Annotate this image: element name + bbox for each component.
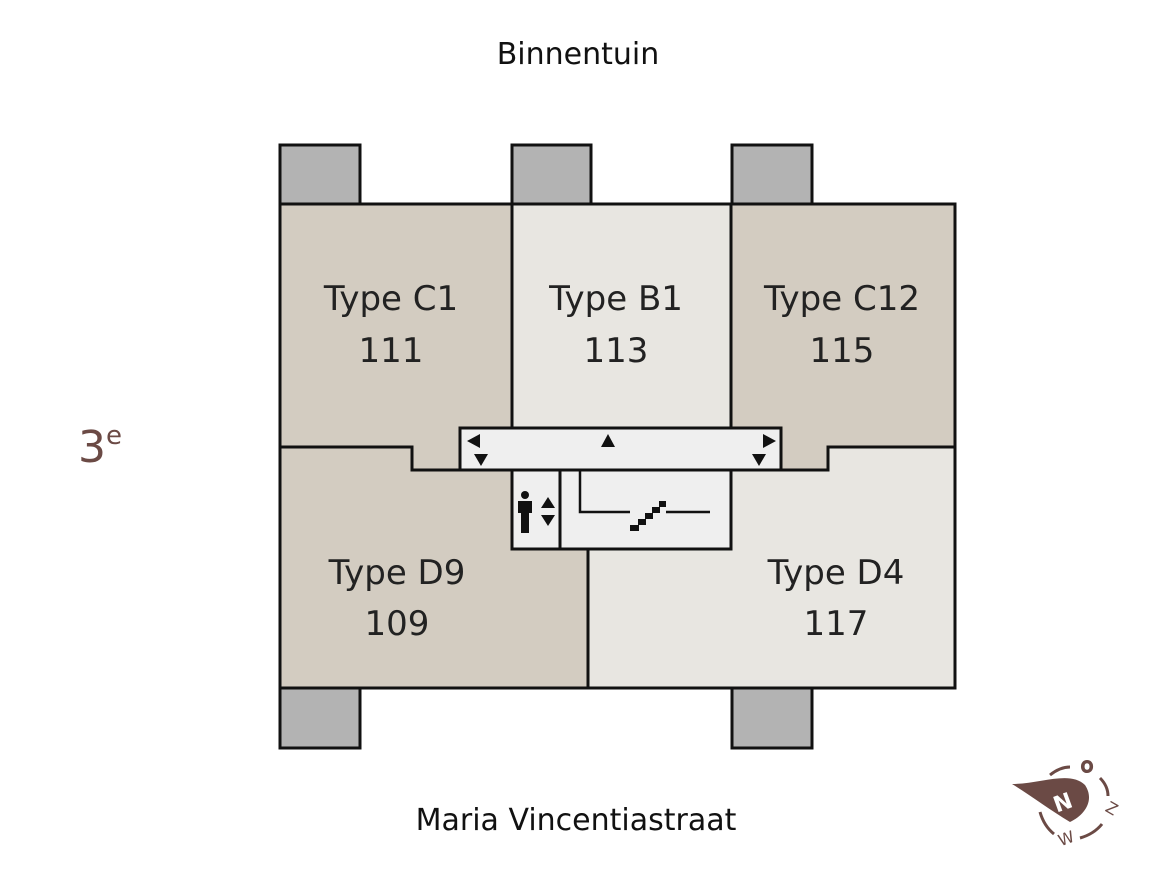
unit-type-label: Type C1	[323, 279, 458, 319]
unit-number-label: 115	[810, 331, 875, 371]
unit-number-label: 111	[359, 331, 424, 371]
unit-type-label: Type C12	[763, 279, 920, 319]
unit-type-label: Type B1	[548, 279, 683, 319]
svg-text:O: O	[1081, 758, 1093, 776]
unit-number-label: 117	[804, 604, 869, 644]
unit-number-label: 109	[365, 604, 430, 644]
svg-text:W: W	[1055, 827, 1077, 850]
balcony	[730, 143, 814, 206]
unit-number-label: 113	[584, 331, 649, 371]
unit-type-label: Type D4	[767, 553, 905, 593]
label-binnentuin: Binnentuin	[497, 37, 660, 72]
balcony	[278, 686, 362, 750]
label-street: Maria Vincentiastraat	[416, 803, 737, 838]
balcony	[278, 143, 362, 206]
balcony	[510, 143, 593, 206]
corridor-arrows-icon	[467, 434, 776, 466]
compass-icon: N O Z W	[1012, 757, 1121, 850]
balcony	[730, 686, 814, 750]
elevator-icon	[518, 491, 555, 533]
corridor	[458, 426, 783, 472]
unit-type-label: Type D9	[328, 553, 466, 593]
floor-label: 3e	[78, 421, 122, 473]
stairwell	[558, 468, 733, 551]
svg-text:Z: Z	[1102, 797, 1121, 819]
stairs-icon	[578, 470, 710, 531]
